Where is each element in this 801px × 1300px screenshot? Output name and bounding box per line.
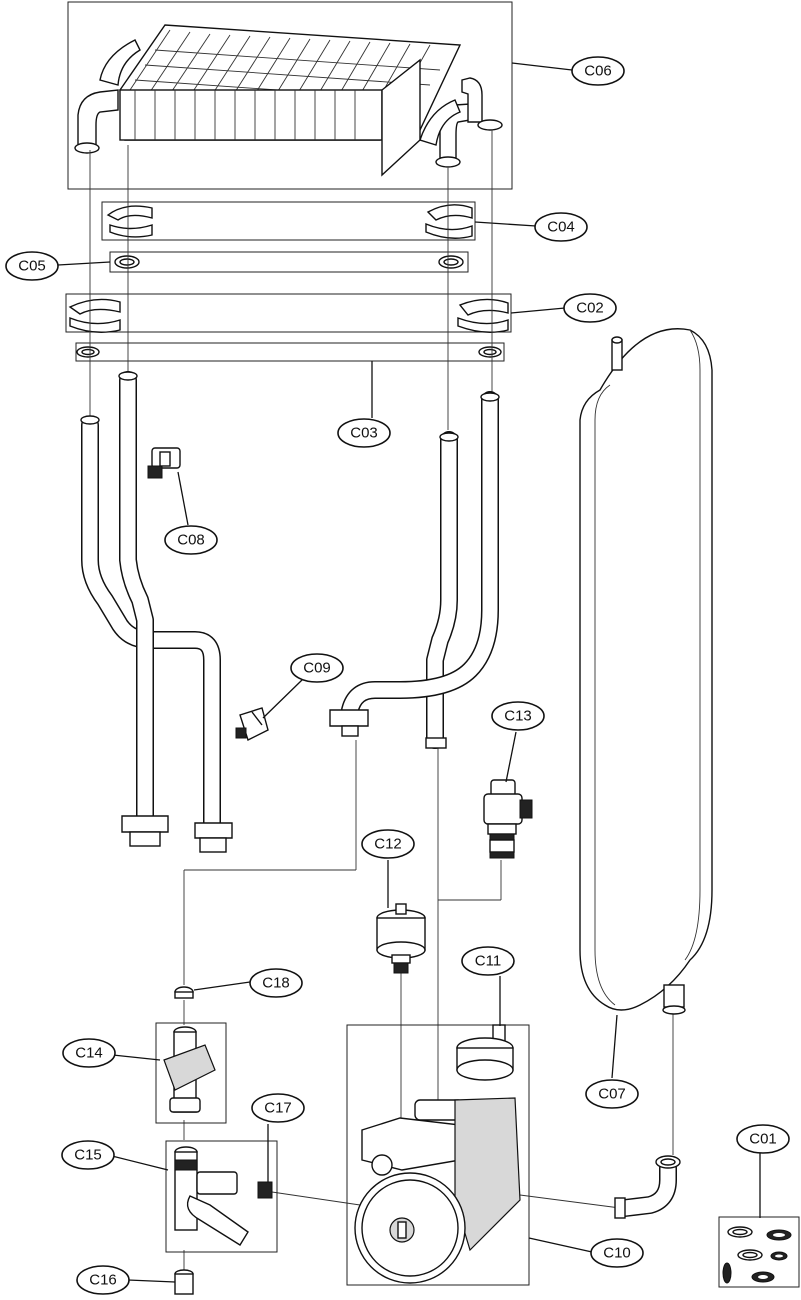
valve-c13 — [483, 779, 533, 859]
heat-exchanger-front-fins — [134, 90, 356, 140]
clip-right-c02 — [457, 298, 509, 333]
pump-box-c10 — [346, 1024, 530, 1286]
expansion-vessel-c07 — [579, 328, 713, 1015]
clip-c09 — [235, 707, 269, 741]
callout-c07: C07 — [585, 1079, 639, 1109]
clip-box-c04 — [101, 201, 476, 241]
svg-text:C06: C06 — [584, 63, 612, 80]
callout-c04: C04 — [534, 212, 588, 242]
callout-c09: C09 — [290, 653, 344, 683]
clip-left-c02 — [68, 298, 121, 333]
svg-text:C03: C03 — [350, 425, 378, 442]
oring-box-c05 — [109, 251, 469, 273]
callout-c03: C03 — [337, 418, 391, 448]
callout-c08: C08 — [164, 525, 218, 555]
part-c17 — [257, 1181, 273, 1199]
right-pipes — [329, 391, 500, 749]
svg-text:C14: C14 — [75, 1045, 103, 1062]
callout-c02: C02 — [563, 293, 617, 323]
callout-c17: C17 — [251, 1093, 305, 1123]
svg-text:C16: C16 — [89, 1272, 117, 1289]
filling-valve-c15 — [174, 1146, 249, 1246]
svg-text:C02: C02 — [576, 300, 604, 317]
clip-box-c02 — [65, 293, 512, 333]
svg-text:C13: C13 — [504, 708, 532, 725]
callout-c06: C06 — [571, 56, 625, 86]
callout-c14: C14 — [62, 1038, 116, 1068]
fitting-c16 — [174, 1269, 194, 1295]
svg-text:C10: C10 — [603, 1245, 631, 1262]
tap-box-c14 — [155, 1022, 227, 1124]
clip-left-c04 — [106, 205, 153, 238]
alignment-lines — [89, 130, 674, 1270]
callout-c05: C05 — [5, 251, 59, 281]
callout-c12: C12 — [361, 829, 415, 859]
callout-c01: C01 — [736, 1124, 790, 1154]
clip-right-c04 — [425, 204, 473, 239]
oring-box-c03 — [75, 342, 505, 362]
seal-kit-box-c01 — [718, 1216, 800, 1288]
svg-text:C01: C01 — [749, 1131, 777, 1148]
svg-text:C04: C04 — [547, 219, 575, 236]
vessel-pipe — [614, 1155, 681, 1219]
svg-text:C18: C18 — [262, 975, 290, 992]
svg-text:C12: C12 — [374, 836, 402, 853]
valve-box-c15 — [165, 1140, 278, 1253]
svg-text:C15: C15 — [74, 1147, 102, 1164]
callout-c18: C18 — [249, 968, 303, 998]
svg-text:C17: C17 — [264, 1100, 292, 1117]
callout-c15: C15 — [61, 1140, 115, 1170]
tap-c14 — [163, 1026, 216, 1113]
callout-c10: C10 — [590, 1238, 644, 1268]
left-pipes — [80, 371, 233, 853]
svg-text:C08: C08 — [177, 532, 205, 549]
sensor-c08 — [147, 447, 181, 479]
callout-c16: C16 — [76, 1265, 130, 1295]
svg-text:C05: C05 — [18, 258, 46, 275]
svg-text:C07: C07 — [598, 1086, 626, 1103]
callout-c11: C11 — [461, 946, 515, 976]
svg-text:C09: C09 — [303, 660, 331, 677]
heat-exchanger — [67, 1, 513, 190]
seal-kit-c01 — [722, 1226, 792, 1284]
pump-c10 — [354, 1024, 521, 1284]
callout-c13: C13 — [491, 701, 545, 731]
svg-text:C11: C11 — [475, 953, 501, 970]
pressure-switch-c12 — [376, 903, 426, 974]
